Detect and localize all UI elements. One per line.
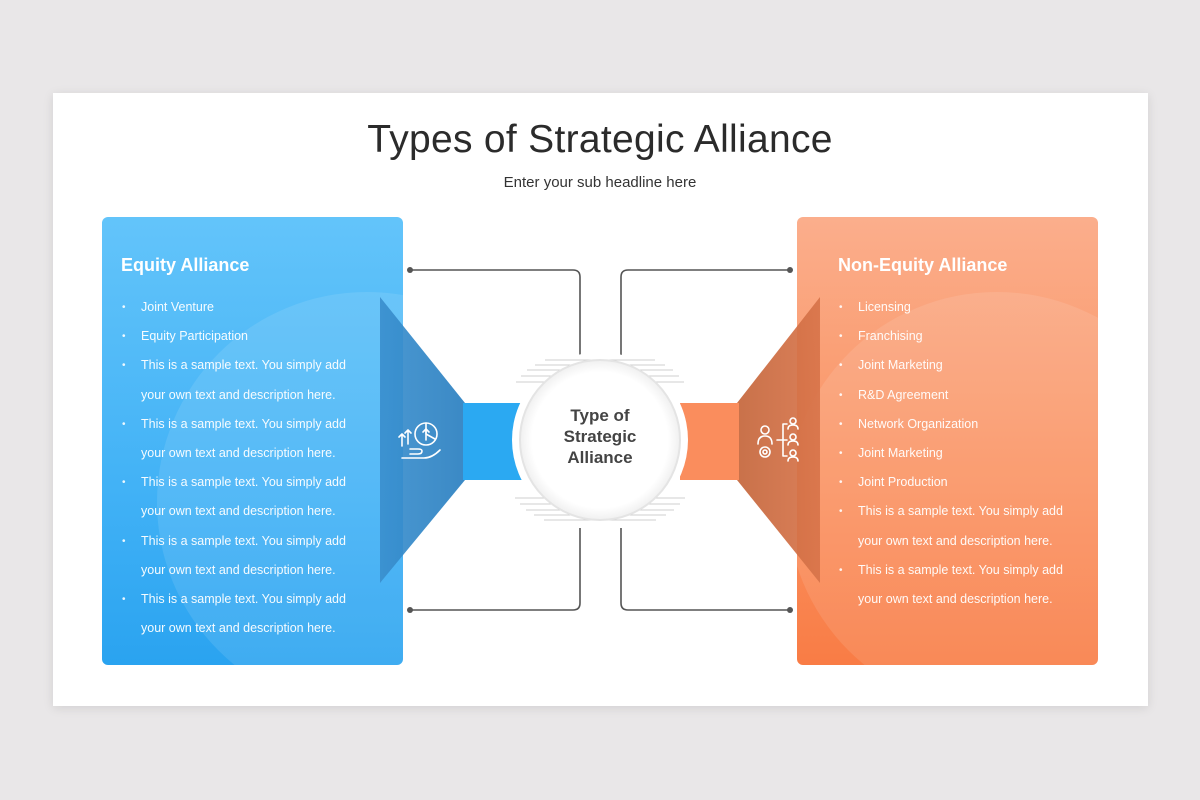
list-item: This is a sample text. You simply add bbox=[839, 556, 1084, 585]
list-item-continuation: your own text and description here. bbox=[141, 562, 336, 577]
list-item-continuation: your own text and description here. bbox=[141, 446, 336, 461]
list-item: R&D Agreement bbox=[839, 381, 1084, 410]
list-item: This is a sample text. You simply add bbox=[122, 410, 367, 439]
non-equity-alliance-panel: Non-Equity Alliance Licensing Franchisin… bbox=[797, 217, 1098, 665]
list-item-continuation: your own text and description here. bbox=[858, 592, 1053, 607]
non-equity-alliance-list: Licensing Franchising Joint Marketing R&… bbox=[839, 293, 1084, 614]
connector-lines bbox=[410, 269, 790, 611]
equity-alliance-panel: Equity Alliance Joint Venture Equity Par… bbox=[102, 217, 403, 665]
list-item-continuation: your own text and description here. bbox=[858, 533, 1053, 548]
list-item: Licensing bbox=[839, 293, 1084, 322]
list-item: This is a sample text. You simply add bbox=[122, 527, 367, 556]
center-label-line: Alliance bbox=[567, 448, 633, 467]
list-item: Equity Participation bbox=[122, 322, 367, 351]
list-item-continuation: your own text and description here. bbox=[141, 504, 336, 519]
connector-dot bbox=[787, 267, 793, 273]
list-item-continuation: your own text and description here. bbox=[141, 621, 336, 636]
equity-alliance-list: Joint Venture Equity Participation This … bbox=[122, 293, 367, 643]
connector-dot bbox=[787, 607, 793, 613]
list-item: Joint Production bbox=[839, 468, 1084, 497]
list-item: This is a sample text. You simply add bbox=[839, 497, 1084, 526]
growth-hand-icon bbox=[396, 414, 448, 471]
list-item: Joint Marketing bbox=[839, 439, 1084, 468]
equity-funnel bbox=[380, 297, 465, 583]
connector-dot bbox=[407, 607, 413, 613]
list-item: Franchising bbox=[839, 322, 1084, 351]
list-item: Joint Marketing bbox=[839, 351, 1084, 380]
non-equity-connector-bar bbox=[680, 403, 739, 480]
team-network-icon bbox=[755, 414, 807, 471]
list-item-continuation: your own text and description here. bbox=[141, 387, 336, 402]
page-title: Types of Strategic Alliance bbox=[367, 118, 833, 161]
connector-dot bbox=[407, 267, 413, 273]
list-item: Network Organization bbox=[839, 410, 1084, 439]
page-subtitle: Enter your sub headline here bbox=[503, 174, 697, 191]
list-item: This is a sample text. You simply add bbox=[122, 585, 367, 614]
list-item: This is a sample text. You simply add bbox=[122, 468, 367, 497]
center-circle-inner bbox=[519, 359, 681, 521]
list-item: Joint Venture bbox=[122, 293, 367, 322]
center-label-line: Strategic bbox=[563, 427, 637, 446]
center-label-line: Type of bbox=[570, 406, 630, 425]
equity-alliance-title: Equity Alliance bbox=[121, 255, 250, 275]
non-equity-alliance-title: Non-Equity Alliance bbox=[838, 255, 1008, 275]
center-label: Type of Strategic Alliance bbox=[540, 405, 660, 468]
list-item: This is a sample text. You simply add bbox=[122, 351, 367, 380]
